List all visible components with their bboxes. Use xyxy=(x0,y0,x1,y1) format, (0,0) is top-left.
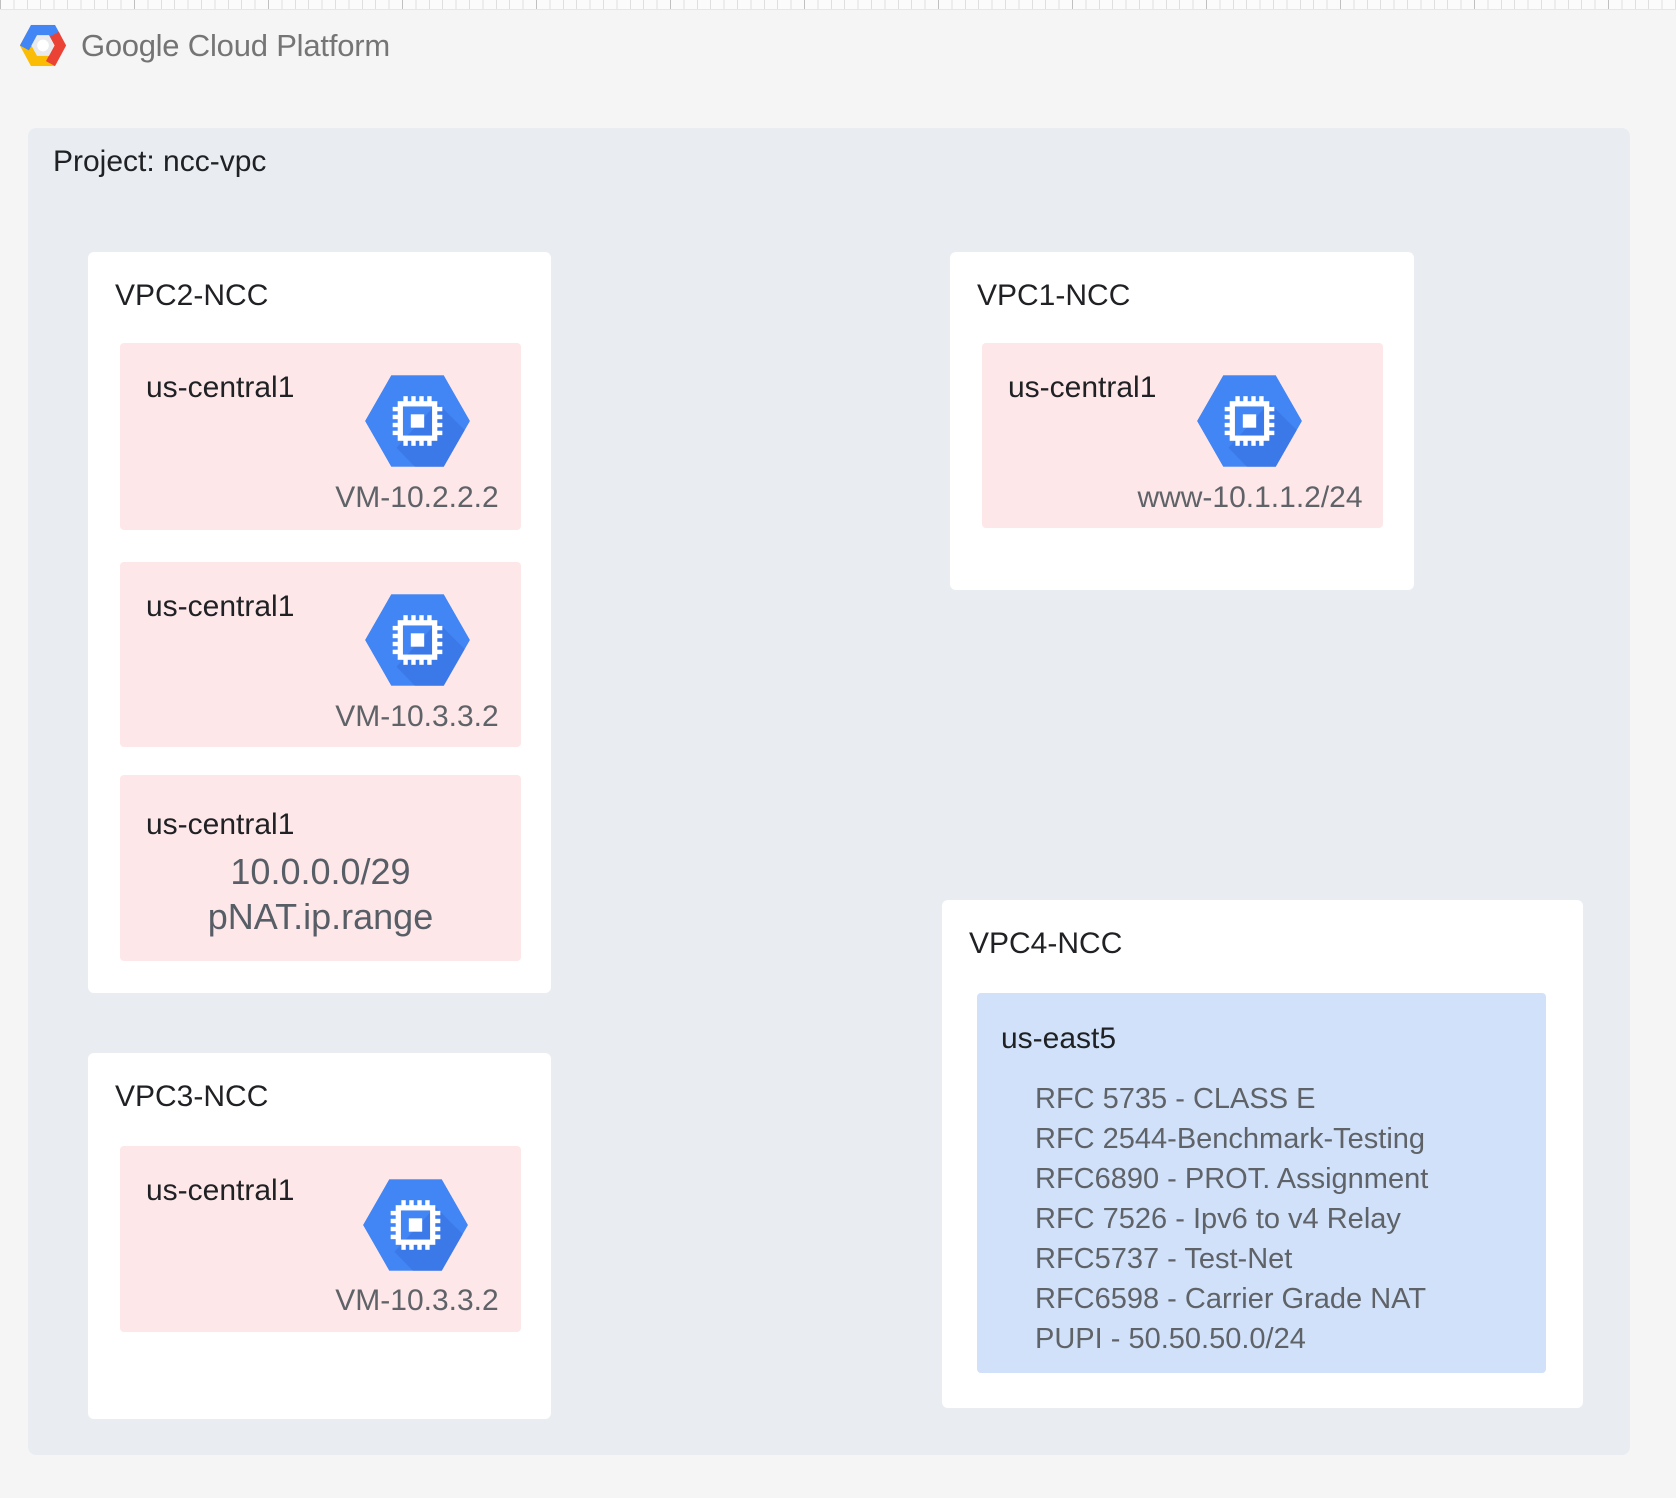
rfc-line: RFC 5735 - CLASS E xyxy=(1035,1083,1316,1115)
vpc3-title: VPC3-NCC xyxy=(115,1080,269,1113)
rfc-line: RFC6890 - PROT. Assignment xyxy=(1035,1163,1429,1195)
vpc2-box: VPC2-NCC us-central1 VM-10.2.2.2 us-cent… xyxy=(88,252,551,993)
region-label: us-central1 xyxy=(1008,371,1157,404)
vpc2-subnet-3: us-central1 10.0.0.0/29 pNAT.ip.range xyxy=(120,775,521,961)
project-label: Project: ncc-vpc xyxy=(53,145,267,178)
region-label: us-central1 xyxy=(146,590,295,623)
compute-engine-icon xyxy=(1197,375,1302,467)
region-label: us-east5 xyxy=(1001,1022,1117,1055)
region-label: us-central1 xyxy=(146,371,295,404)
rfc-list: RFC 5735 - CLASS E RFC 2544-Benchmark-Te… xyxy=(1035,1079,1428,1359)
cidr-line: 10.0.0.0/29 xyxy=(230,851,411,892)
vpc4-subnet-1: us-east5 RFC 5735 - CLASS E RFC 2544-Ben… xyxy=(977,993,1546,1373)
brand-suffix: Cloud Platform xyxy=(187,27,391,63)
region-label: us-central1 xyxy=(146,1174,295,1207)
vpc2-subnet-2: us-central1 VM-10.3.3.2 xyxy=(120,562,521,747)
nat-ip-range: 10.0.0.0/29 pNAT.ip.range xyxy=(120,849,521,939)
vpc1-box: VPC1-NCC us-central1 www-10.1.1.2/24 xyxy=(950,252,1414,590)
rfc-line: RFC6598 - Carrier Grade NAT xyxy=(1035,1283,1427,1315)
rfc-line: RFC 7526 - Ipv6 to v4 Relay xyxy=(1035,1203,1401,1235)
vm-label: VM-10.3.3.2 xyxy=(335,700,499,733)
vpc3-box: VPC3-NCC us-central1 VM-10.3.3.2 xyxy=(88,1053,551,1419)
vm-label: www-10.1.1.2/24 xyxy=(1137,481,1363,514)
vpc1-title: VPC1-NCC xyxy=(977,279,1131,312)
vpc4-box: VPC4-NCC us-east5 RFC 5735 - CLASS E RFC… xyxy=(942,900,1583,1408)
vpc4-title: VPC4-NCC xyxy=(969,927,1123,960)
vpc2-title: VPC2-NCC xyxy=(115,279,269,312)
compute-engine-icon xyxy=(365,375,470,467)
vpc2-subnet-1: us-central1 VM-10.2.2.2 xyxy=(120,343,521,530)
cidr-line: pNAT.ip.range xyxy=(207,896,434,937)
google-cloud-platform-brand: Google Cloud Platform xyxy=(19,24,390,67)
brand-google: Google xyxy=(81,27,180,63)
project-container: Project: ncc-vpc VPC2-NCC us-central1 VM… xyxy=(28,128,1630,1455)
canvas-ruler xyxy=(0,0,1676,10)
rfc-line: RFC5737 - Test-Net xyxy=(1035,1243,1293,1275)
region-label: us-central1 xyxy=(146,808,295,841)
brand-wordmark: Google Cloud Platform xyxy=(81,28,390,64)
vm-label: VM-10.2.2.2 xyxy=(335,481,499,514)
compute-engine-icon xyxy=(363,1179,468,1271)
rfc-line: RFC 2544-Benchmark-Testing xyxy=(1035,1123,1426,1155)
vm-label: VM-10.3.3.2 xyxy=(335,1284,499,1317)
compute-engine-icon xyxy=(365,594,470,686)
google-cloud-platform-logo-icon xyxy=(19,24,67,67)
vpc1-subnet-1: us-central1 www-10.1.1.2/24 xyxy=(982,343,1383,528)
vpc3-subnet-1: us-central1 VM-10.3.3.2 xyxy=(120,1146,521,1332)
rfc-line: PUPI - 50.50.50.0/24 xyxy=(1035,1323,1306,1355)
